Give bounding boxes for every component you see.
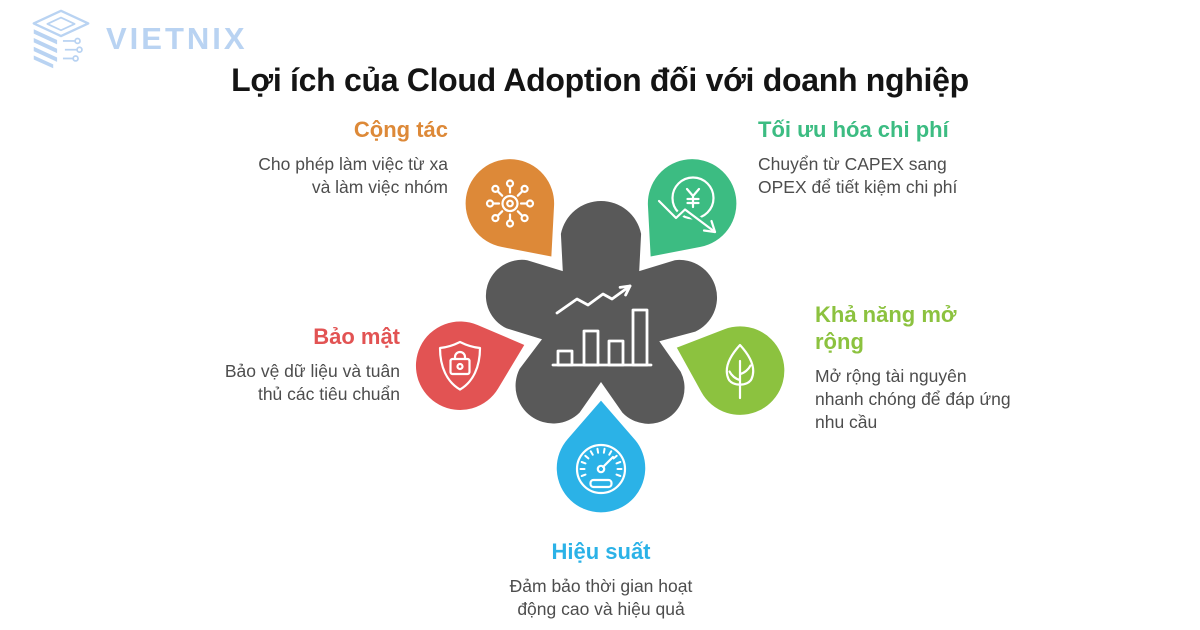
vietnix-logo: VIETNIX bbox=[24, 8, 248, 70]
benefit-description-security: Bảo vệ dữ liệu và tuân thủ các tiêu chuẩ… bbox=[224, 360, 400, 404]
benefit-block-performance: Hiệu suất Đảm bảo thời gian hoạt động ca… bbox=[488, 539, 714, 621]
petal-performance bbox=[553, 396, 649, 516]
benefit-title-scalability: Khả năng mở rộng bbox=[815, 302, 957, 354]
benefit-description-performance: Đảm bảo thời gian hoạt động cao và hiệu … bbox=[509, 575, 693, 619]
benefit-description-cost-optimization: Chuyển từ CAPEX sang OPEX để tiết kiệm c… bbox=[758, 153, 958, 197]
benefit-block-security: Bảo mật Bảo vệ dữ liệu và tuân thủ các t… bbox=[210, 324, 400, 406]
leaf-icon bbox=[725, 343, 755, 400]
vietnix-logo-icon bbox=[32, 9, 90, 69]
benefit-block-collaboration: Cộng tác Cho phép làm việc từ xa và làm … bbox=[243, 117, 448, 199]
benefit-title-collaboration: Cộng tác bbox=[353, 117, 448, 142]
yen-cost-down-icon bbox=[656, 176, 718, 235]
benefit-block-scalability: Khả năng mở rộng Mở rộng tài nguyên nhan… bbox=[815, 302, 1020, 434]
petal-collaboration bbox=[462, 155, 558, 261]
petal-scalability bbox=[672, 322, 788, 419]
gauge-icon bbox=[575, 443, 627, 495]
benefit-description-scalability: Mở rộng tài nguyên nhanh chóng để đáp ứn… bbox=[815, 365, 1011, 432]
benefit-description-collaboration: Cho phép làm việc từ xa và làm việc nhóm bbox=[258, 153, 448, 197]
benefit-title-performance: Hiệu suất bbox=[551, 539, 651, 564]
center-shape bbox=[485, 201, 718, 424]
vietnix-logo-text: VIETNIX bbox=[106, 21, 248, 56]
growth-bar-chart-icon bbox=[551, 284, 653, 367]
benefit-title-cost-optimization: Tối ưu hóa chi phí bbox=[758, 117, 949, 142]
benefit-title-security: Bảo mật bbox=[313, 324, 400, 349]
network-share-icon bbox=[485, 179, 535, 228]
page-title: Lợi ích của Cloud Adoption đối với doanh… bbox=[231, 62, 969, 98]
benefit-block-cost-optimization: Tối ưu hóa chi phí Chuyển từ CAPEX sang … bbox=[758, 117, 973, 199]
shield-lock-icon bbox=[438, 340, 482, 391]
petal-cost-optimization bbox=[644, 155, 740, 261]
